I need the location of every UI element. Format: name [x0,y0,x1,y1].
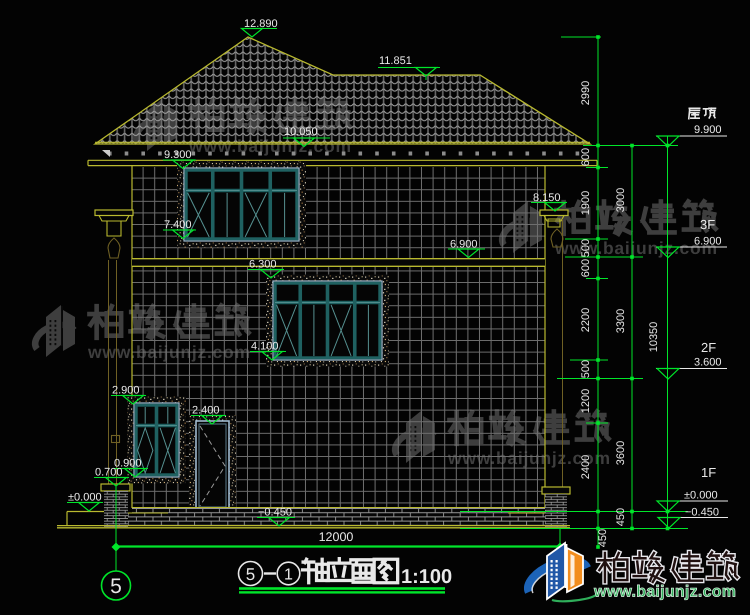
svg-text:0.900: 0.900 [114,458,142,470]
svg-text:500: 500 [580,239,592,257]
svg-text:7.400: 7.400 [164,219,192,231]
svg-text:www.baijunjz.com: www.baijunjz.com [593,584,736,601]
svg-text:3600: 3600 [615,441,627,465]
svg-text:450: 450 [597,529,609,547]
svg-text:3300: 3300 [615,309,627,333]
svg-text:2200: 2200 [580,308,592,332]
svg-text:1200: 1200 [580,389,592,413]
svg-text:±0.000: ±0.000 [684,490,718,502]
svg-text:500: 500 [580,360,592,378]
svg-text:450: 450 [615,508,627,526]
svg-text:9.300: 9.300 [164,149,192,161]
svg-text:www.baijunjz.com: www.baijunjz.com [554,238,717,258]
svg-text:5: 5 [110,575,122,598]
svg-text:2F: 2F [701,340,716,355]
svg-text:1F: 1F [701,465,716,480]
svg-text:600: 600 [580,148,592,166]
svg-text:10.050: 10.050 [284,126,318,138]
svg-text:1:100: 1:100 [401,566,452,588]
svg-text:2.400: 2.400 [192,405,220,417]
svg-text:3000: 3000 [615,188,627,212]
svg-text:10350: 10350 [648,322,660,353]
svg-text:11.851: 11.851 [379,55,412,67]
svg-text:−0.450: −0.450 [258,507,292,519]
svg-text:4.100: 4.100 [251,341,279,353]
svg-text:±0.000: ±0.000 [68,492,102,504]
svg-text:12000: 12000 [319,530,354,544]
svg-text:3F: 3F [700,217,715,232]
svg-text:2.900: 2.900 [112,385,140,397]
svg-text:1: 1 [284,567,293,584]
svg-text:3.600: 3.600 [694,357,722,369]
svg-text:2990: 2990 [580,81,592,105]
svg-text:8.150: 8.150 [533,192,561,204]
svg-text:1900: 1900 [580,191,592,215]
svg-text:6.300: 6.300 [249,259,277,271]
svg-text:2400: 2400 [580,455,592,479]
svg-text:−0.450: −0.450 [685,507,719,519]
svg-text:600: 600 [580,259,592,277]
svg-text:5: 5 [246,565,255,584]
svg-text:12.890: 12.890 [244,18,278,30]
svg-text:0.700: 0.700 [95,467,123,479]
svg-text:6.900: 6.900 [450,239,478,251]
svg-text:9.900: 9.900 [694,124,722,136]
svg-text:6.900: 6.900 [694,236,722,248]
